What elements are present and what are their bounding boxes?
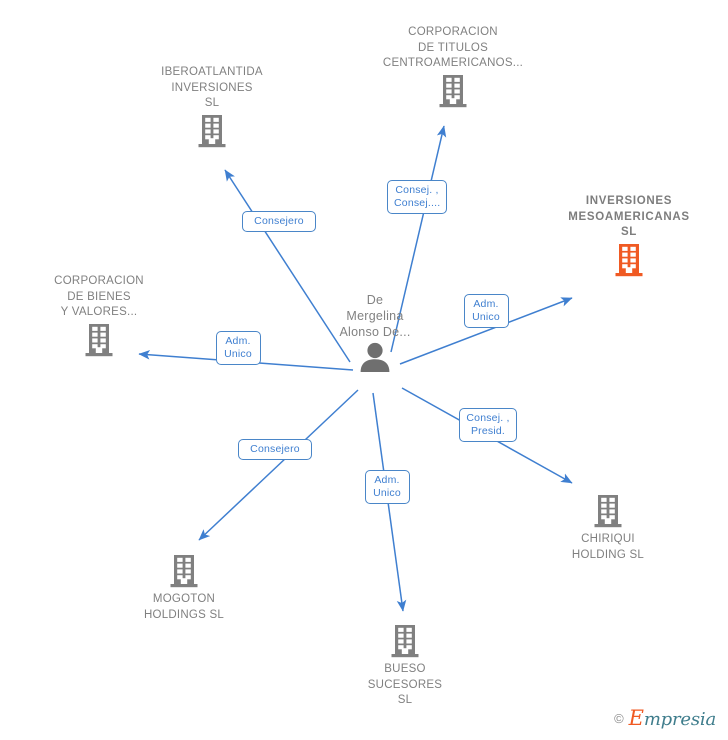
empresia-logo-initial: E (628, 706, 644, 730)
company-label-bueso-sucesores: BUESO SUCESORES SL (367, 663, 443, 706)
company-node-mogoton-holdings[interactable]: MOGOTON HOLDINGS SL (104, 552, 264, 623)
company-node-inversiones-mesoamericanas[interactable]: INVERSIONES MESOAMERICANAS SL (549, 194, 709, 279)
copyright-symbol: © (614, 710, 624, 726)
building-icon (19, 323, 179, 357)
company-label-mogoton-holdings: MOGOTON HOLDINGS SL (143, 593, 225, 621)
edge-mogoton-holdings[interactable] (198, 389, 359, 541)
building-icon (549, 243, 709, 277)
building-icon (132, 114, 292, 148)
company-node-bueso-sucesores[interactable]: BUESO SUCESORES SL (325, 622, 485, 709)
edge-role-label-corporacion-titulos[interactable]: Consej. , Consej.... (387, 179, 447, 214)
company-label-iberoatlantida: IBEROATLANTIDA INVERSIONES SL (161, 66, 263, 109)
company-node-chiriqui-holding[interactable]: CHIRIQUI HOLDING SL (528, 492, 688, 563)
company-node-iberoatlantida[interactable]: IBEROATLANTIDA INVERSIONES SL (132, 65, 292, 150)
edge-role-label-corporacion-bienes[interactable]: Adm. Unico (215, 330, 261, 365)
company-node-corporacion-bienes[interactable]: CORPORACION DE BIENES Y VALORES... (19, 274, 179, 359)
empresia-watermark: © Empresia (614, 706, 716, 730)
empresia-logo: Empresia (628, 706, 717, 730)
building-icon (373, 74, 533, 108)
company-label-chiriqui-holding: CHIRIQUI HOLDING SL (571, 533, 645, 561)
company-node-corporacion-titulos[interactable]: CORPORACION DE TITULOS CENTROAMERICANOS.… (373, 25, 533, 110)
edge-role-label-inversiones-mesoamericanas[interactable]: Adm. Unico (463, 293, 509, 328)
empresia-logo-rest: mpresia (643, 709, 716, 730)
building-icon (325, 624, 485, 658)
building-icon (528, 494, 688, 528)
edge-role-label-iberoatlantida[interactable]: Consejero (242, 210, 316, 232)
center-person-node[interactable]: De Mergelina Alonso De... (290, 292, 460, 374)
center-person-label: De Mergelina Alonso De... (339, 293, 411, 339)
company-label-corporacion-bienes: CORPORACION DE BIENES Y VALORES... (54, 275, 144, 318)
person-icon (290, 342, 460, 372)
building-icon (104, 554, 264, 588)
edge-role-label-chiriqui-holding[interactable]: Consej. , Presid. (459, 407, 517, 442)
company-label-inversiones-mesoamericanas: INVERSIONES MESOAMERICANAS SL (568, 195, 690, 238)
edge-role-label-bueso-sucesores[interactable]: Adm. Unico (364, 469, 410, 504)
company-label-corporacion-titulos: CORPORACION DE TITULOS CENTROAMERICANOS.… (382, 26, 524, 69)
edge-role-label-mogoton-holdings[interactable]: Consejero (238, 438, 312, 460)
